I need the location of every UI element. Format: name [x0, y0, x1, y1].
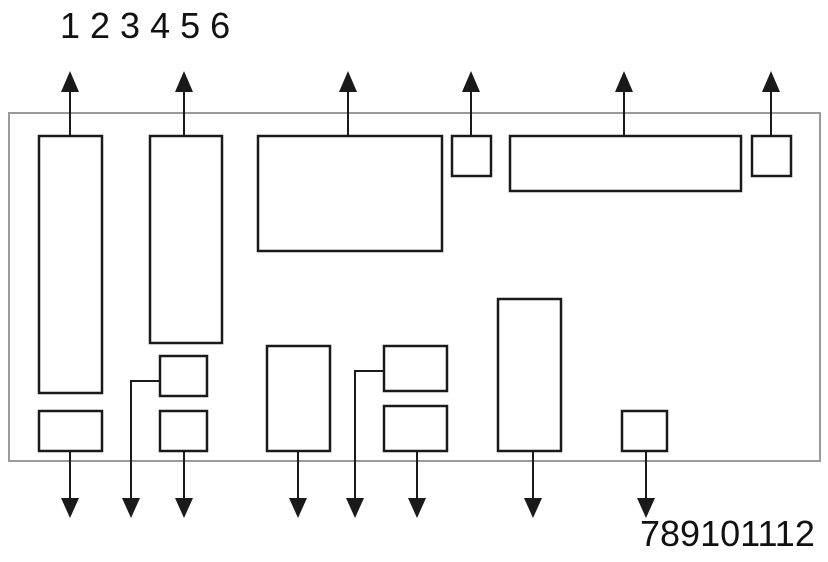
up-arrow-icon	[462, 71, 480, 92]
down-arrow-icon	[61, 498, 79, 518]
component-1	[37, 71, 104, 395]
component-5	[508, 71, 743, 193]
down-arrow-icon	[122, 498, 140, 518]
component-13	[496, 297, 563, 518]
up-arrow-icon	[61, 71, 79, 92]
component-7	[37, 409, 104, 518]
up-arrow-icon	[339, 71, 357, 92]
bottom-callout-numbers: 789101112	[640, 513, 815, 554]
up-arrow-icon	[615, 71, 633, 92]
down-arrow-icon	[524, 498, 542, 518]
component-8	[122, 354, 209, 518]
down-arrow-icon	[346, 498, 364, 518]
top-callout-numbers: 1 2 3 4 5 6	[60, 5, 231, 46]
down-arrow-icon	[637, 498, 655, 518]
component-6	[750, 71, 793, 178]
component-9	[158, 409, 209, 518]
down-arrow-icon	[289, 498, 307, 518]
component-3	[256, 71, 444, 253]
down-arrow-icon	[408, 498, 426, 518]
component-14	[620, 409, 669, 518]
component-11	[346, 344, 449, 518]
down-arrow-icon	[175, 498, 193, 518]
component-12	[382, 404, 449, 518]
up-arrow-icon	[762, 71, 780, 92]
up-arrow-icon	[175, 71, 193, 92]
component-10	[265, 344, 332, 518]
board-outline	[8, 112, 821, 462]
component-4	[450, 71, 493, 178]
component-2	[148, 71, 224, 345]
